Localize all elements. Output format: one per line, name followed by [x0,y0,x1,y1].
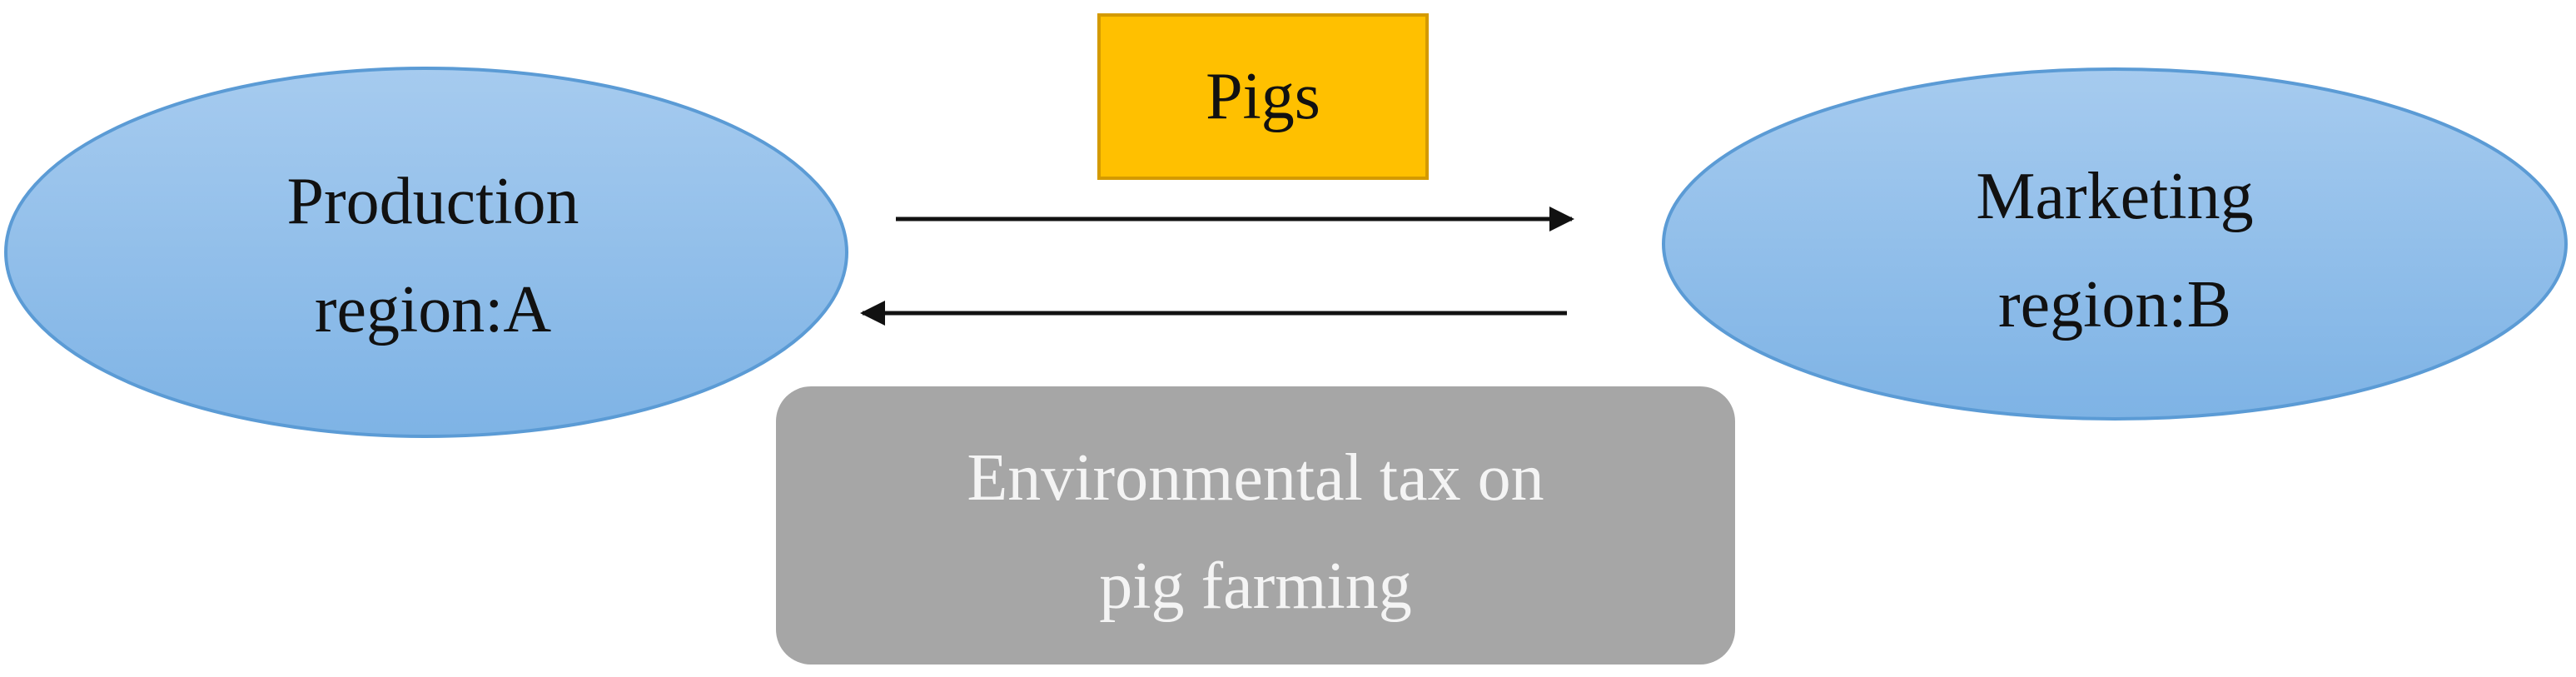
pigs-label: Pigs [1206,60,1320,133]
marketing-label-line2: region:B [1998,268,2231,341]
pigs-node: Pigs [1097,13,1429,180]
environmental-tax-box [776,386,1735,665]
production-ellipse [4,67,848,438]
tax-label-line2: pig farming [1099,550,1411,623]
marketing-region-node: Marketing region:B [1662,67,2568,421]
marketing-label-line1: Marketing [1976,160,2253,233]
marketing-ellipse [1662,67,2568,421]
production-region-node: Production region:A [4,67,848,438]
production-label-line1: Production [286,165,579,238]
environmental-tax-node: Environmental tax on pig farming [776,386,1735,665]
tax-label-line1: Environmental tax on [967,441,1544,515]
pigs-box [1097,13,1429,180]
production-label-line2: region:A [315,273,552,346]
